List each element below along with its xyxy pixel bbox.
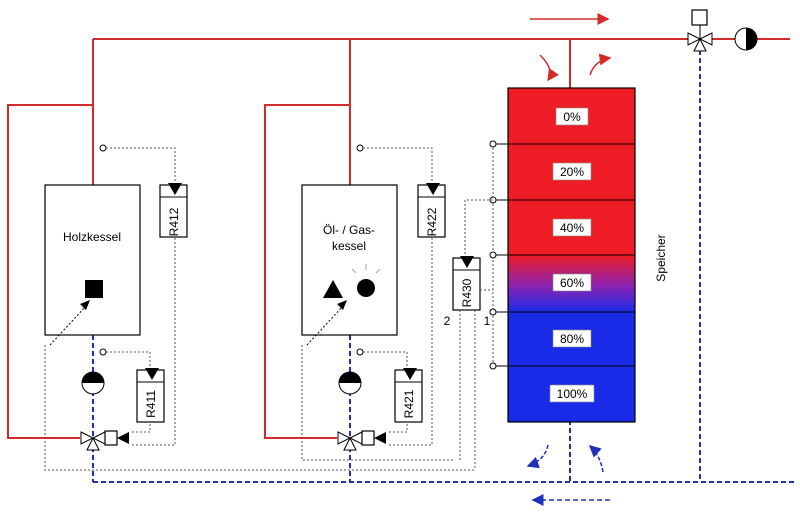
regulator-r422: R422 bbox=[417, 183, 446, 238]
level-60: 60% bbox=[560, 276, 584, 290]
port-1-label: 1 bbox=[484, 314, 491, 328]
r412-label: R412 bbox=[167, 207, 181, 236]
wood-boiler-label: Holzkessel bbox=[63, 230, 121, 244]
storage-label: Speicher bbox=[654, 234, 668, 281]
tank-sensor-taps bbox=[489, 140, 508, 370]
flame-icon bbox=[357, 279, 375, 297]
oil-gas-boiler: Öl- / Gas- kessel bbox=[301, 184, 398, 346]
regulator-r411: R411 bbox=[136, 368, 165, 423]
triangle-fuel-icon bbox=[323, 280, 343, 298]
storage-tank bbox=[507, 87, 636, 423]
wood-boiler-mixing-valve bbox=[80, 430, 129, 451]
oil-gas-boiler-control-lines bbox=[301, 144, 455, 461]
main-mixing-valve bbox=[687, 9, 713, 52]
oil-gas-label-2: kessel bbox=[332, 239, 366, 253]
main-pump-icon bbox=[734, 27, 758, 51]
wood-boiler: Holzkessel bbox=[44, 184, 141, 346]
regulator-r430: R430 2 1 bbox=[444, 199, 493, 470]
wood-boiler-pump-icon bbox=[81, 371, 105, 395]
level-80: 80% bbox=[560, 332, 584, 346]
port-2-label: 2 bbox=[444, 314, 451, 328]
level-20: 20% bbox=[560, 165, 584, 179]
r421-label: R421 bbox=[402, 389, 416, 418]
r422-label: R422 bbox=[425, 207, 439, 236]
regulator-r412: R412 bbox=[159, 183, 188, 238]
oil-gas-boiler-mixing-valve bbox=[337, 430, 386, 451]
regulator-r421: R421 bbox=[394, 368, 423, 423]
tank-level-labels: 0% 20% 40% 60% 80% 100% bbox=[549, 107, 595, 403]
level-0: 0% bbox=[563, 110, 581, 124]
r411-label: R411 bbox=[144, 390, 158, 418]
flow-arrows bbox=[526, 13, 612, 506]
oil-gas-boiler-pump-icon bbox=[338, 371, 362, 395]
square-fuel-icon bbox=[85, 280, 103, 298]
level-100: 100% bbox=[557, 387, 588, 401]
supply-pipes bbox=[7, 38, 790, 439]
level-40: 40% bbox=[560, 221, 584, 235]
r430-label: R430 bbox=[460, 278, 474, 307]
oil-gas-label-1: Öl- / Gas- bbox=[323, 223, 375, 237]
return-pipes bbox=[92, 50, 795, 483]
wood-boiler-control-lines bbox=[44, 144, 475, 471]
